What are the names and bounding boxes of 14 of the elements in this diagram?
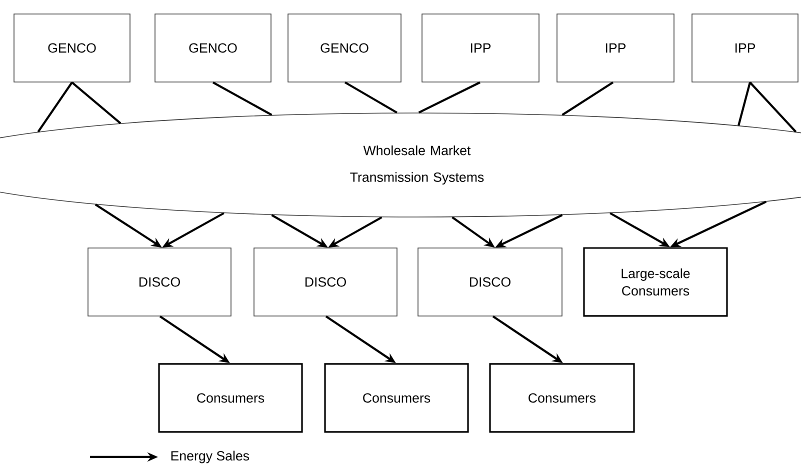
process-box: GENCO: [288, 14, 402, 82]
process-box: DISCO: [418, 248, 562, 316]
legend-label: Energy Sales: [171, 450, 250, 464]
process-box: Consumers: [158, 363, 303, 433]
process-box: Consumers: [324, 363, 469, 433]
process-box: Consumers: [489, 363, 635, 433]
process-box: Large-scale Consumers: [583, 247, 728, 317]
process-box: GENCO: [14, 14, 130, 82]
process-box: GENCO: [154, 14, 272, 82]
process-box: DISCO: [254, 248, 398, 316]
process-box: IPP: [692, 14, 798, 82]
process-box: IPP: [422, 14, 540, 82]
process-box: IPP: [556, 14, 674, 82]
process-box: DISCO: [88, 248, 232, 316]
